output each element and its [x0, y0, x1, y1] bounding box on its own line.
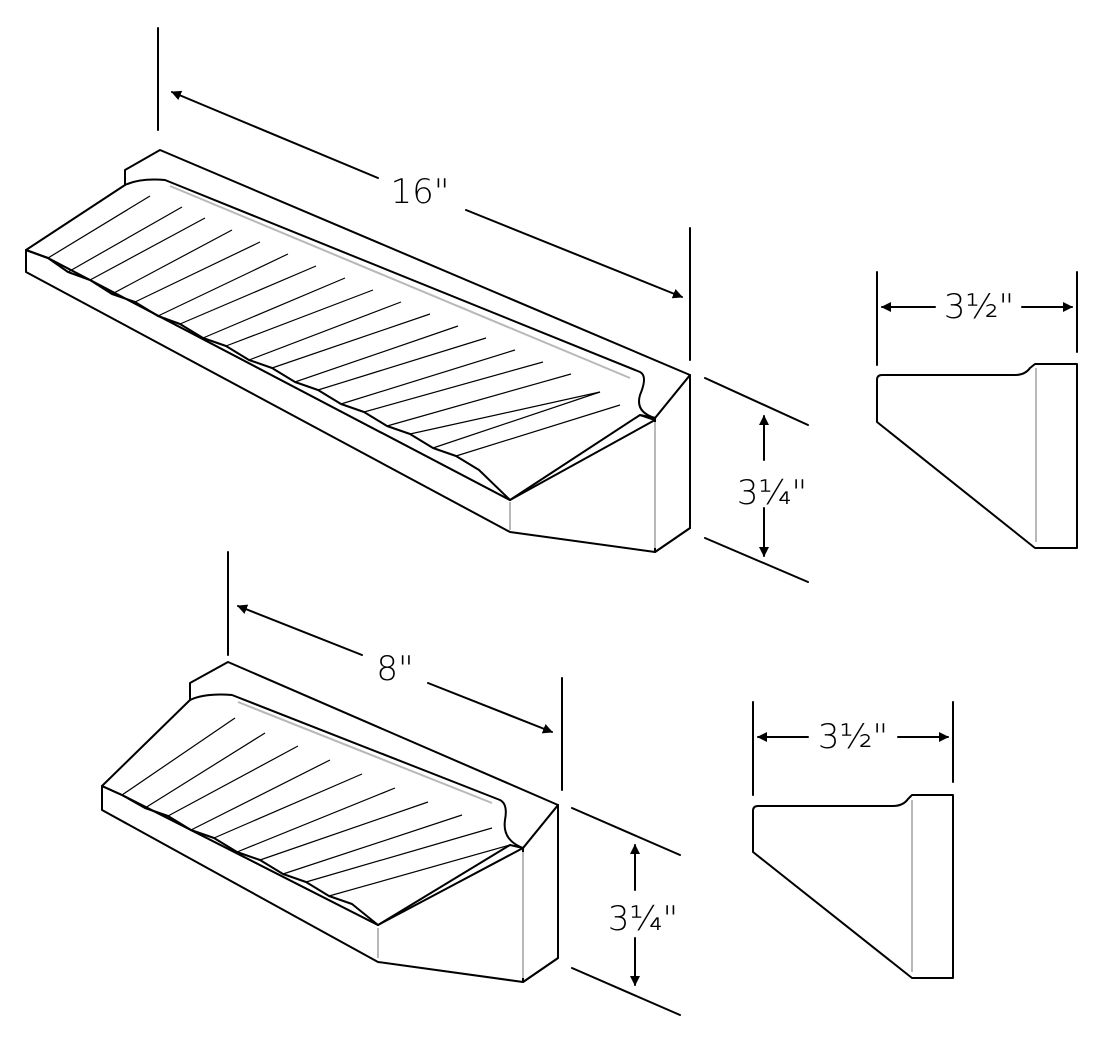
profile-bottom: 3½" — [752, 701, 954, 979]
depth-top-label: 3½" — [944, 287, 1014, 327]
height-top-dimension: 3¼" — [704, 377, 809, 583]
long-shelf-grooves — [47, 195, 621, 457]
height-bottom-label: 3¼" — [608, 899, 678, 939]
short-length-label: 8" — [376, 649, 413, 689]
short-shelf-top-surface — [101, 661, 559, 926]
long-shelf — [25, 149, 691, 553]
short-shelf-grooves — [121, 717, 511, 897]
long-length-label: 16" — [391, 172, 450, 212]
height-top-label: 3¼" — [737, 473, 807, 513]
depth-bottom-label: 3½" — [818, 717, 888, 757]
long-shelf-top-surface — [25, 149, 691, 501]
profile-top: 3½" — [876, 271, 1078, 549]
profile-top-shape — [876, 363, 1078, 549]
short-length-dimension: 8" — [227, 551, 563, 791]
height-bottom-dimension: 3¼" — [571, 807, 681, 1016]
profile-bottom-shape — [752, 794, 954, 979]
short-shelf — [101, 661, 559, 983]
long-length-dimension: 16" — [157, 27, 691, 361]
